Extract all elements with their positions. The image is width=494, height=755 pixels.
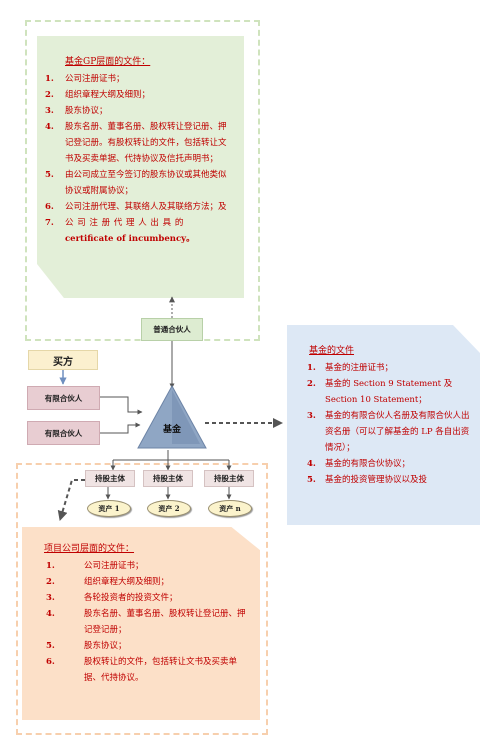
gp-docs-title: 基金GP层面的文件： (65, 57, 151, 67)
list-item: 2.组织章程大纲及细则； (45, 90, 151, 100)
list-item: 6.公司注册代理、其联络人及其联络方法；及 (45, 202, 227, 212)
list-item: 1.公司注册证书； (45, 74, 125, 84)
gp-docs-note: 基金GP层面的文件： 1.公司注册证书； 2.组织章程大纲及细则； 3.股东协议… (37, 36, 244, 298)
asset3-oval: 资产 n (208, 500, 252, 517)
gp-docs-list: 1.公司注册证书； 2.组织章程大纲及细则； 3.股东协议； 4.股东名册、董事… (45, 71, 234, 247)
list-item: 2.组织章程大纲及细则； (46, 577, 170, 587)
list-item: 4.基金的有限合伙协议； (307, 459, 411, 469)
project-docs-list: 1.公司注册证书； 2.组织章程大纲及细则； 3.各轮投资者的投资文件； 4.股… (46, 558, 250, 686)
list-item: 6.股权转让的文件，包括转让文书及买卖单据、代持协议。 (46, 657, 238, 683)
lp1-to-fund-line (100, 396, 143, 415)
holding2-box: 持股主体 (143, 470, 193, 487)
list-item: 3.基金的有限合伙人名册及有限合伙人出资名册（可以了解基金的 LP 各自出资情况… (307, 411, 470, 453)
asset1-oval: 资产 1 (87, 500, 131, 517)
fund-docs-note: 基金的文件 1.基金的注册证书； 2.基金的 Section 9 Stateme… (287, 325, 480, 525)
project-docs-note: 项目公司层面的文件： 1.公司注册证书； 2.组织章程大纲及细则； 3.各轮投资… (22, 527, 260, 720)
certificate-text: certificate of incumbency。 (65, 234, 195, 244)
holding3-box: 持股主体 (204, 470, 254, 487)
holding1-box: 持股主体 (85, 470, 135, 487)
lp2-box: 有限合伙人 (27, 421, 100, 445)
fund-triangle-highlight (172, 390, 200, 444)
list-item: 4.股东名册、董事名册、股权转让登记册、押记登记册。有股权转让的文件，包括转让文… (45, 122, 227, 164)
list-item: 1.基金的注册证书； (307, 363, 394, 373)
project-docs-title: 项目公司层面的文件： (44, 544, 135, 554)
list-item: 5.由公司成立至今签订的股东协议或其他类似协议或附属协议； (45, 170, 227, 196)
fund-docs-title: 基金的文件 (309, 346, 355, 356)
list-item: 2.基金的 Section 9 Statement 及Section 10 St… (307, 379, 453, 405)
list-item: 1.公司注册证书； (46, 561, 144, 571)
list-item: 5.基金的投资管理协议以及投 (307, 475, 428, 485)
asset2-oval: 资产 2 (147, 500, 191, 517)
list-item: 5.股东协议； (46, 641, 127, 651)
lp1-box: 有限合伙人 (27, 386, 100, 410)
fund-docs-list: 1.基金的注册证书； 2.基金的 Section 9 Statement 及Se… (307, 360, 472, 488)
holding-to-project-docs-line (57, 479, 85, 521)
list-item: 4.股东名册、董事名册、股权转让登记册、押记登记册； (46, 609, 246, 635)
project-docs-frame (16, 463, 268, 735)
gp-box: 普通合伙人 (141, 318, 203, 341)
fund-label: 基金 (162, 424, 181, 435)
lp2-to-fund-line (100, 422, 141, 434)
list-item: 3.股东协议； (45, 106, 108, 116)
buyer-box: 买方 (28, 350, 98, 370)
list-item: 3.各轮投资者的投资文件； (46, 593, 178, 603)
